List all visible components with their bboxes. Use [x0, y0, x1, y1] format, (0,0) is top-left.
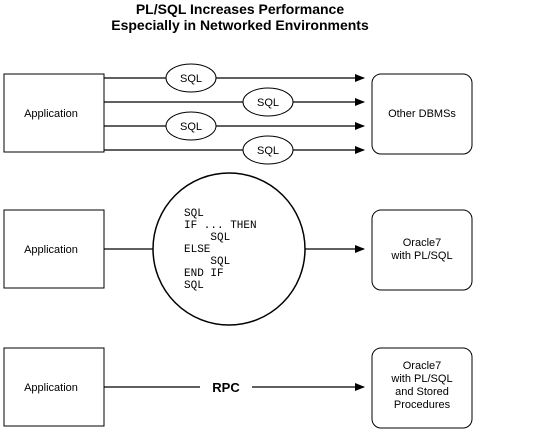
- code-line-3: SQL: [184, 232, 230, 244]
- application-box-1: [3, 73, 105, 153]
- title-line-2: Especially in Networked Environments: [111, 17, 369, 33]
- oracle7-stored-label-1: Oracle7: [403, 360, 442, 372]
- code-line-5: SQL: [184, 256, 230, 268]
- plsql-code: SQL IF ... THEN SQL ELSE SQL END IF SQL: [184, 208, 257, 292]
- sql-bubble-label-3: SQL: [180, 121, 202, 133]
- title-line-1: PL/SQL Increases Performance: [136, 1, 344, 17]
- sql-bubble-label-2: SQL: [257, 97, 279, 109]
- oracle7-stored-procedures-box: [371, 347, 473, 429]
- sql-bubble-label-1: SQL: [180, 73, 202, 85]
- oracle7-stored-label-3: and Stored: [395, 386, 449, 398]
- rpc-label: RPC: [212, 380, 240, 395]
- code-line-7: SQL: [184, 280, 204, 292]
- oracle7-plsql-box: [371, 209, 473, 291]
- application-label-1: Application: [24, 108, 78, 120]
- application-label-3: Application: [24, 382, 78, 394]
- sql-bubble-4: SQL: [242, 135, 294, 165]
- oracle7-stored-label-4: Procedures: [394, 399, 451, 411]
- code-line-4: ELSE: [184, 244, 211, 256]
- oracle7-plsql-label-1: Oracle7: [403, 237, 442, 249]
- sql-bubble-1: SQL: [165, 63, 217, 93]
- sql-bubble-label-4: SQL: [257, 145, 279, 157]
- other-dbms-box: [371, 73, 473, 155]
- oracle7-stored-label-2: with PL/SQL: [390, 373, 452, 385]
- code-line-2: IF ... THEN: [184, 220, 257, 232]
- plsql-block-circle: [152, 172, 306, 326]
- sql-bubble-3: SQL: [165, 111, 217, 141]
- oracle7-plsql-label-2: with PL/SQL: [390, 250, 452, 262]
- sql-bubble-2: SQL: [242, 87, 294, 117]
- code-line-1: SQL: [184, 208, 204, 220]
- other-dbms-label: Other DBMSs: [388, 108, 456, 120]
- code-line-6: END IF: [184, 268, 224, 280]
- application-label-2: Application: [24, 244, 78, 256]
- application-box-2: [3, 209, 105, 289]
